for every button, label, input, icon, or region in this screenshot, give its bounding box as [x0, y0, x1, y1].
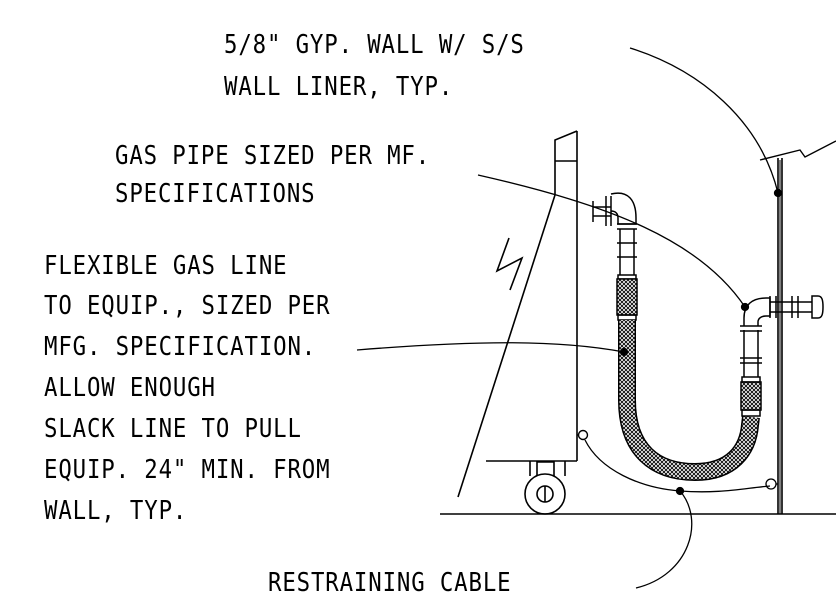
callout-wall-line-2: WALL LINER, TYP.: [224, 72, 454, 102]
callout-restraining-cable: RESTRAINING CABLE: [268, 568, 512, 598]
callout-flex-line-1: FLEXIBLE GAS LINE: [44, 251, 288, 281]
callout-flex-line-6: EQUIP. 24" MIN. FROM: [44, 455, 331, 485]
flexible-gas-line: [618, 320, 760, 482]
leader-cable: [635, 490, 693, 589]
callout-flex-line-7: WALL, TYP.: [44, 496, 188, 526]
callout-flex-line-4: ALLOW ENOUGH: [44, 373, 216, 403]
leader-lines: [356, 47, 783, 589]
wall: [759, 140, 836, 514]
equipment-fryer: [457, 130, 578, 498]
caster-wheel: [524, 461, 566, 515]
gas-pipe-right: [740, 295, 824, 417]
callout-flex-line-5: SLACK LINE TO PULL: [44, 414, 302, 444]
callout-flex-line-2: TO EQUIP., SIZED PER: [44, 291, 331, 321]
leader-wall: [629, 47, 779, 194]
callout-wall-line-1: 5/8" GYP. WALL W/ S/S: [224, 30, 525, 60]
leader-flex-line: [356, 342, 625, 353]
callout-gas-pipe-line-1: GAS PIPE SIZED PER MF.: [115, 141, 431, 171]
equipment-eyelet: [577, 429, 589, 441]
callout-gas-pipe-line-2: SPECIFICATIONS: [115, 179, 316, 209]
gas-pipe-left: [592, 192, 638, 321]
callout-flex-line-3: MFG. SPECIFICATION.: [44, 332, 317, 362]
leader-gas-pipe: [477, 174, 746, 308]
